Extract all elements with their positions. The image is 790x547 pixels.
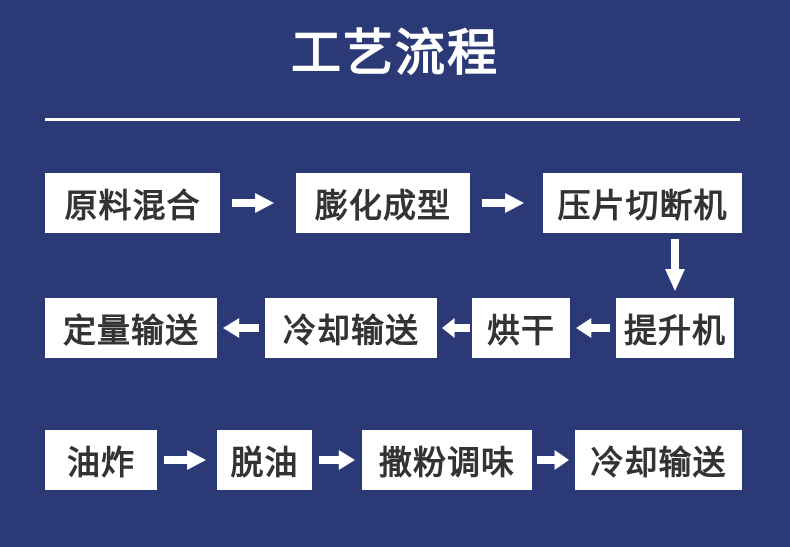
flow-step-row3-3: 撒粉调味 — [362, 430, 532, 490]
title-divider — [45, 118, 740, 121]
arrow-left-icon — [223, 317, 259, 339]
arrow-left-icon — [442, 317, 470, 339]
flow-step-row1-3: 压片切断机 — [543, 173, 742, 233]
flow-step-row1-2: 膨化成型 — [296, 173, 470, 233]
flow-step-row2-2: 冷却输送 — [265, 298, 437, 358]
flow-step-row3-4: 冷却输送 — [575, 430, 742, 490]
page-title: 工艺流程 — [291, 24, 499, 82]
flow-step-row2-1: 定量输送 — [45, 298, 217, 358]
arrow-right-icon — [164, 449, 206, 471]
flow-step-row3-1: 油炸 — [45, 430, 157, 490]
flow-step-row1-1: 原料混合 — [45, 173, 220, 233]
arrow-right-icon — [232, 192, 274, 214]
arrow-right-icon — [319, 449, 355, 471]
arrow-right-icon — [537, 449, 569, 471]
flow-step-row2-4: 提升机 — [616, 298, 734, 358]
flow-step-row2-3: 烘干 — [472, 298, 570, 358]
arrow-down-icon — [664, 239, 686, 291]
arrow-right-icon — [482, 192, 524, 214]
arrow-left-icon — [576, 317, 610, 339]
flow-step-row3-2: 脱油 — [217, 430, 312, 490]
